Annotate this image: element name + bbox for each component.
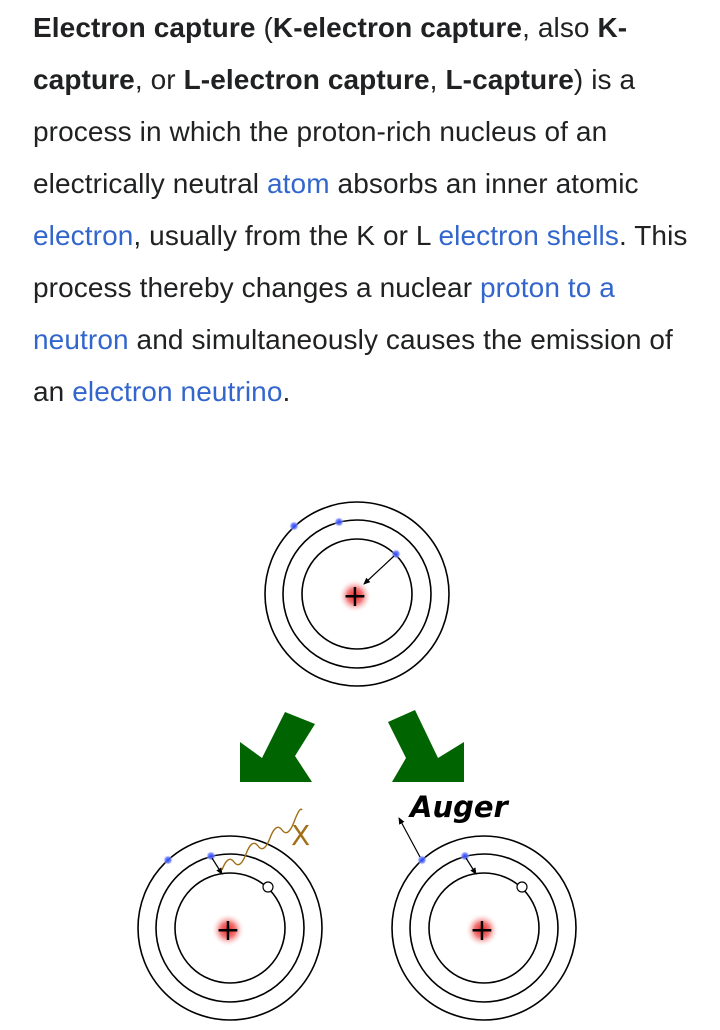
term-l-electron-capture: L-electron capture — [183, 64, 430, 95]
electron — [334, 517, 344, 527]
shell-inner — [174, 872, 286, 984]
photon-wave — [221, 808, 303, 871]
shell-outer — [264, 501, 450, 687]
link-atom[interactable]: atom — [266, 168, 330, 199]
transition-arrow — [211, 857, 223, 875]
electron-capture-diagram[interactable]: + + X + — [0, 480, 720, 1030]
link-electron-shells[interactable]: electron shells — [438, 220, 619, 251]
diagram-svg: + + X + — [137, 501, 577, 1021]
xray-label: X — [291, 819, 310, 852]
nucleus-symbol: + — [342, 579, 367, 614]
capture-arrow — [363, 555, 395, 585]
electron — [417, 855, 427, 865]
atom-auger: + Auger — [391, 790, 577, 1021]
link-electron[interactable]: electron — [33, 220, 134, 251]
text-run: absorbs an inner atomic — [329, 168, 639, 199]
nucleus — [465, 913, 499, 947]
electron — [206, 851, 216, 861]
nucleus — [338, 579, 372, 613]
text-run: . — [282, 376, 291, 407]
electron — [289, 521, 299, 531]
text-run: , usually from the K or L — [133, 220, 439, 251]
article-body: Electron capture (K-electron capture, al… — [33, 2, 698, 418]
text-run: . This process thereby changes a nuclear — [33, 220, 688, 303]
shell-outer — [137, 835, 323, 1021]
text-run: , — [429, 64, 446, 95]
shell-middle — [155, 853, 305, 1003]
shell-inner — [301, 538, 413, 650]
shell-middle — [409, 853, 559, 1003]
term-k-electron-capture: K-electron capture — [272, 12, 523, 43]
green-arrow-left-icon — [240, 712, 315, 782]
link-electron-neutrino[interactable]: electron neutrino — [72, 376, 283, 407]
term-k-capture: K-capture — [33, 12, 628, 95]
atom-xray: + X — [137, 808, 323, 1021]
shell-middle — [282, 519, 432, 669]
text-run: ) is a process in which the proton-rich … — [33, 64, 636, 199]
term-l-capture: L-capture — [445, 64, 574, 95]
atom-top: + — [264, 501, 450, 687]
text-run: , also — [522, 12, 598, 43]
text-run: ( — [255, 12, 273, 43]
shell-outer — [391, 835, 577, 1021]
auger-ejection-arrow — [398, 817, 421, 858]
electron — [163, 855, 173, 865]
electron — [460, 851, 470, 861]
nucleus — [211, 913, 245, 947]
auger-label: Auger — [408, 790, 510, 824]
text-run: and simultaneously causes the emission o… — [33, 324, 673, 407]
nucleus-symbol: + — [469, 913, 494, 948]
transition-arrow — [465, 857, 477, 875]
nucleus-symbol: + — [215, 913, 240, 948]
intro-paragraph: Electron capture (K-electron capture, al… — [33, 2, 698, 418]
shell-inner — [428, 872, 540, 984]
link-proton-to-neutron[interactable]: proton to a neutron — [33, 272, 615, 355]
vacancy — [516, 881, 528, 893]
text-run: , or — [134, 64, 184, 95]
vacancy — [262, 881, 274, 893]
term-electron-capture: Electron capture — [33, 12, 256, 43]
green-arrow-right-icon — [388, 710, 464, 782]
